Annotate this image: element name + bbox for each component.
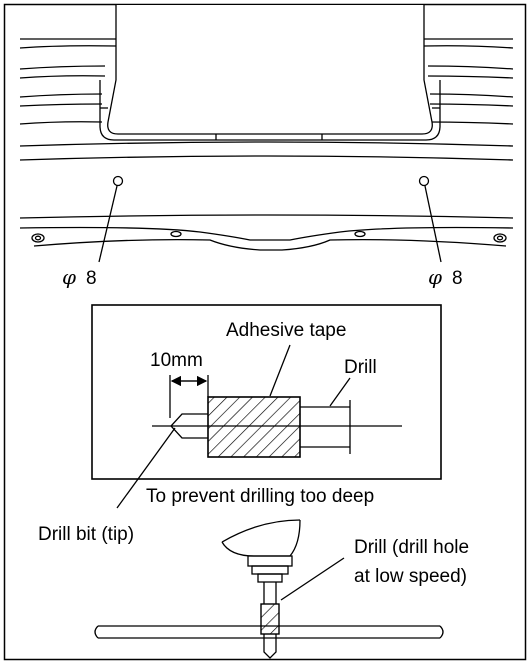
hole-right-size: 8 [452, 268, 463, 289]
adhesive-tape-block [207, 396, 301, 458]
label-drill-bit: Drill bit (tip) [38, 524, 134, 545]
label-caption: To prevent drilling too deep [146, 486, 374, 507]
drill-in-use-drawing [94, 519, 444, 659]
hole-right-marker [418, 175, 430, 187]
drill-bit-drawing [116, 344, 402, 509]
bumper-panel-drawing [19, 5, 514, 263]
label-dimension: 10mm [150, 350, 203, 371]
outer-frame [3, 3, 527, 661]
label-adhesive-tape: Adhesive tape [226, 320, 346, 341]
label-drill-note-1: Drill (drill hole [354, 537, 469, 558]
hole-left-symbol: φ [62, 265, 76, 289]
hole-left-size: 8 [86, 268, 97, 289]
drill-inset-box [91, 304, 442, 480]
label-drill-note-2: at low speed) [354, 566, 467, 587]
label-drill: Drill [344, 357, 377, 378]
hole-left-marker [112, 175, 124, 187]
hole-right-symbol: φ [428, 265, 442, 289]
